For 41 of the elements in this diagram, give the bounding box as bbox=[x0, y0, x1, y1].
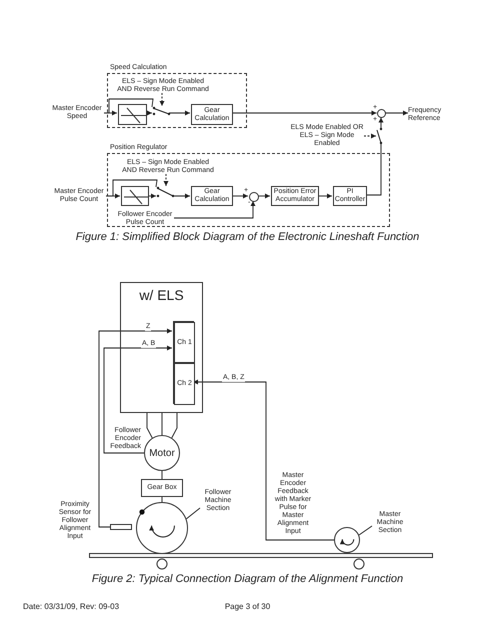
connector-line bbox=[106, 180, 158, 196]
inverter-block bbox=[121, 186, 149, 206]
connector-line bbox=[146, 412, 153, 438]
switch-symbol bbox=[157, 187, 174, 198]
arrow bbox=[146, 110, 152, 116]
summing-junction bbox=[249, 192, 259, 202]
arrow bbox=[258, 194, 270, 198]
arrow bbox=[172, 194, 190, 198]
inverter-block bbox=[118, 104, 147, 125]
arrow bbox=[168, 110, 190, 116]
arrow bbox=[160, 92, 164, 106]
arrow bbox=[232, 110, 377, 116]
option-card bbox=[173, 321, 194, 404]
proximity-sensor bbox=[110, 524, 132, 530]
motor-circle bbox=[144, 435, 180, 471]
connector-line bbox=[104, 98, 154, 114]
arrow bbox=[378, 117, 384, 128]
conveyor-bar bbox=[89, 553, 433, 558]
summing-junction bbox=[376, 108, 386, 118]
arrow bbox=[385, 110, 408, 116]
drive-box bbox=[120, 282, 203, 413]
leader-line bbox=[186, 508, 200, 520]
connector-line bbox=[366, 144, 382, 196]
block-label: Motor bbox=[149, 448, 175, 458]
arrow bbox=[232, 194, 248, 198]
arrow bbox=[98, 328, 172, 528]
arrow bbox=[364, 134, 376, 138]
arrow bbox=[148, 194, 156, 198]
arrow bbox=[104, 346, 172, 454]
arrow bbox=[318, 194, 332, 198]
figure-caption: Figure 1: Simplified Block Diagram of the Electronic Lineshaft Function bbox=[74, 231, 420, 244]
footer-text: Page 3 of 30 bbox=[224, 602, 272, 612]
figure-caption: Figure 2: Typical Connection Diagram of the Alignment Function bbox=[90, 573, 404, 586]
arrow bbox=[174, 200, 256, 218]
arrow bbox=[164, 174, 168, 186]
leader-line bbox=[358, 526, 372, 536]
drive-title: w/ ELS bbox=[138, 287, 185, 303]
connector-line bbox=[171, 412, 178, 438]
switch-symbol bbox=[153, 107, 170, 116]
gearbox-box bbox=[141, 479, 183, 497]
footer-text: Date: 03/31/09, Rev: 09-03 bbox=[23, 602, 120, 612]
